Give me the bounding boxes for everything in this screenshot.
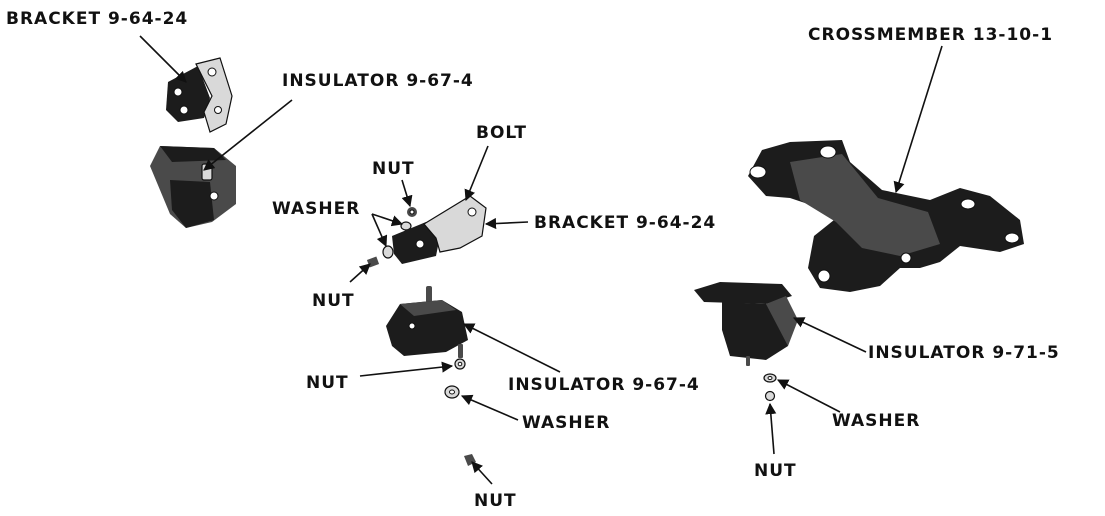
insulator-right-part: [694, 282, 798, 366]
label-washer-right: WASHER: [832, 411, 920, 431]
insulator-top-left-part: [150, 146, 236, 228]
washer-right-part: [763, 373, 777, 383]
nut-upper-part: [407, 207, 417, 217]
nut-mid-part: [454, 358, 466, 370]
leader-insulator-right: [792, 317, 867, 353]
label-insulator-top-left: INSULATOR 9-67-4: [282, 71, 474, 91]
leader-bracket-center: [484, 217, 529, 230]
label-washer-upper: WASHER: [272, 199, 360, 219]
crossmember-part: [748, 140, 1024, 292]
leader-nut-right: [765, 402, 777, 455]
label-nut-bottom: NUT: [474, 491, 517, 511]
label-bracket-top-left: BRACKET 9-64-24: [6, 9, 188, 29]
leader-nut-left: [349, 263, 371, 283]
label-nut-mid: NUT: [306, 373, 349, 393]
label-bracket-center: BRACKET 9-64-24: [534, 213, 716, 233]
label-insulator-right: INSULATOR 9-71-5: [868, 343, 1060, 363]
leader-bracket-top-left: [139, 35, 187, 83]
washer-center-part: [444, 385, 460, 399]
label-nut-upper: NUT: [372, 159, 415, 179]
label-crossmember: CROSSMEMBER 13-10-1: [808, 25, 1053, 45]
label-insulator-center: INSULATOR 9-67-4: [508, 375, 700, 395]
label-bolt: BOLT: [476, 123, 527, 143]
leader-nut-bottom: [471, 461, 493, 485]
leader-nut-upper: [401, 179, 413, 208]
leader-nut-mid: [359, 361, 454, 377]
leader-washer-upper-b: [371, 213, 388, 248]
leader-washer-right: [777, 379, 841, 413]
leader-bolt: [464, 145, 489, 202]
nut-right-part: [764, 390, 776, 402]
label-nut-right: NUT: [754, 461, 797, 481]
leader-washer-upper-a: [371, 213, 404, 227]
leader-insulator-center: [462, 323, 561, 373]
label-washer-center: WASHER: [522, 413, 610, 433]
leader-insulator-top-left: [203, 99, 293, 171]
insulator-center-part: [386, 286, 468, 358]
leader-crossmember: [893, 45, 943, 194]
label-nut-left: NUT: [312, 291, 355, 311]
bracket-top-left-part: [166, 57, 233, 133]
leader-washer-center: [460, 394, 519, 421]
